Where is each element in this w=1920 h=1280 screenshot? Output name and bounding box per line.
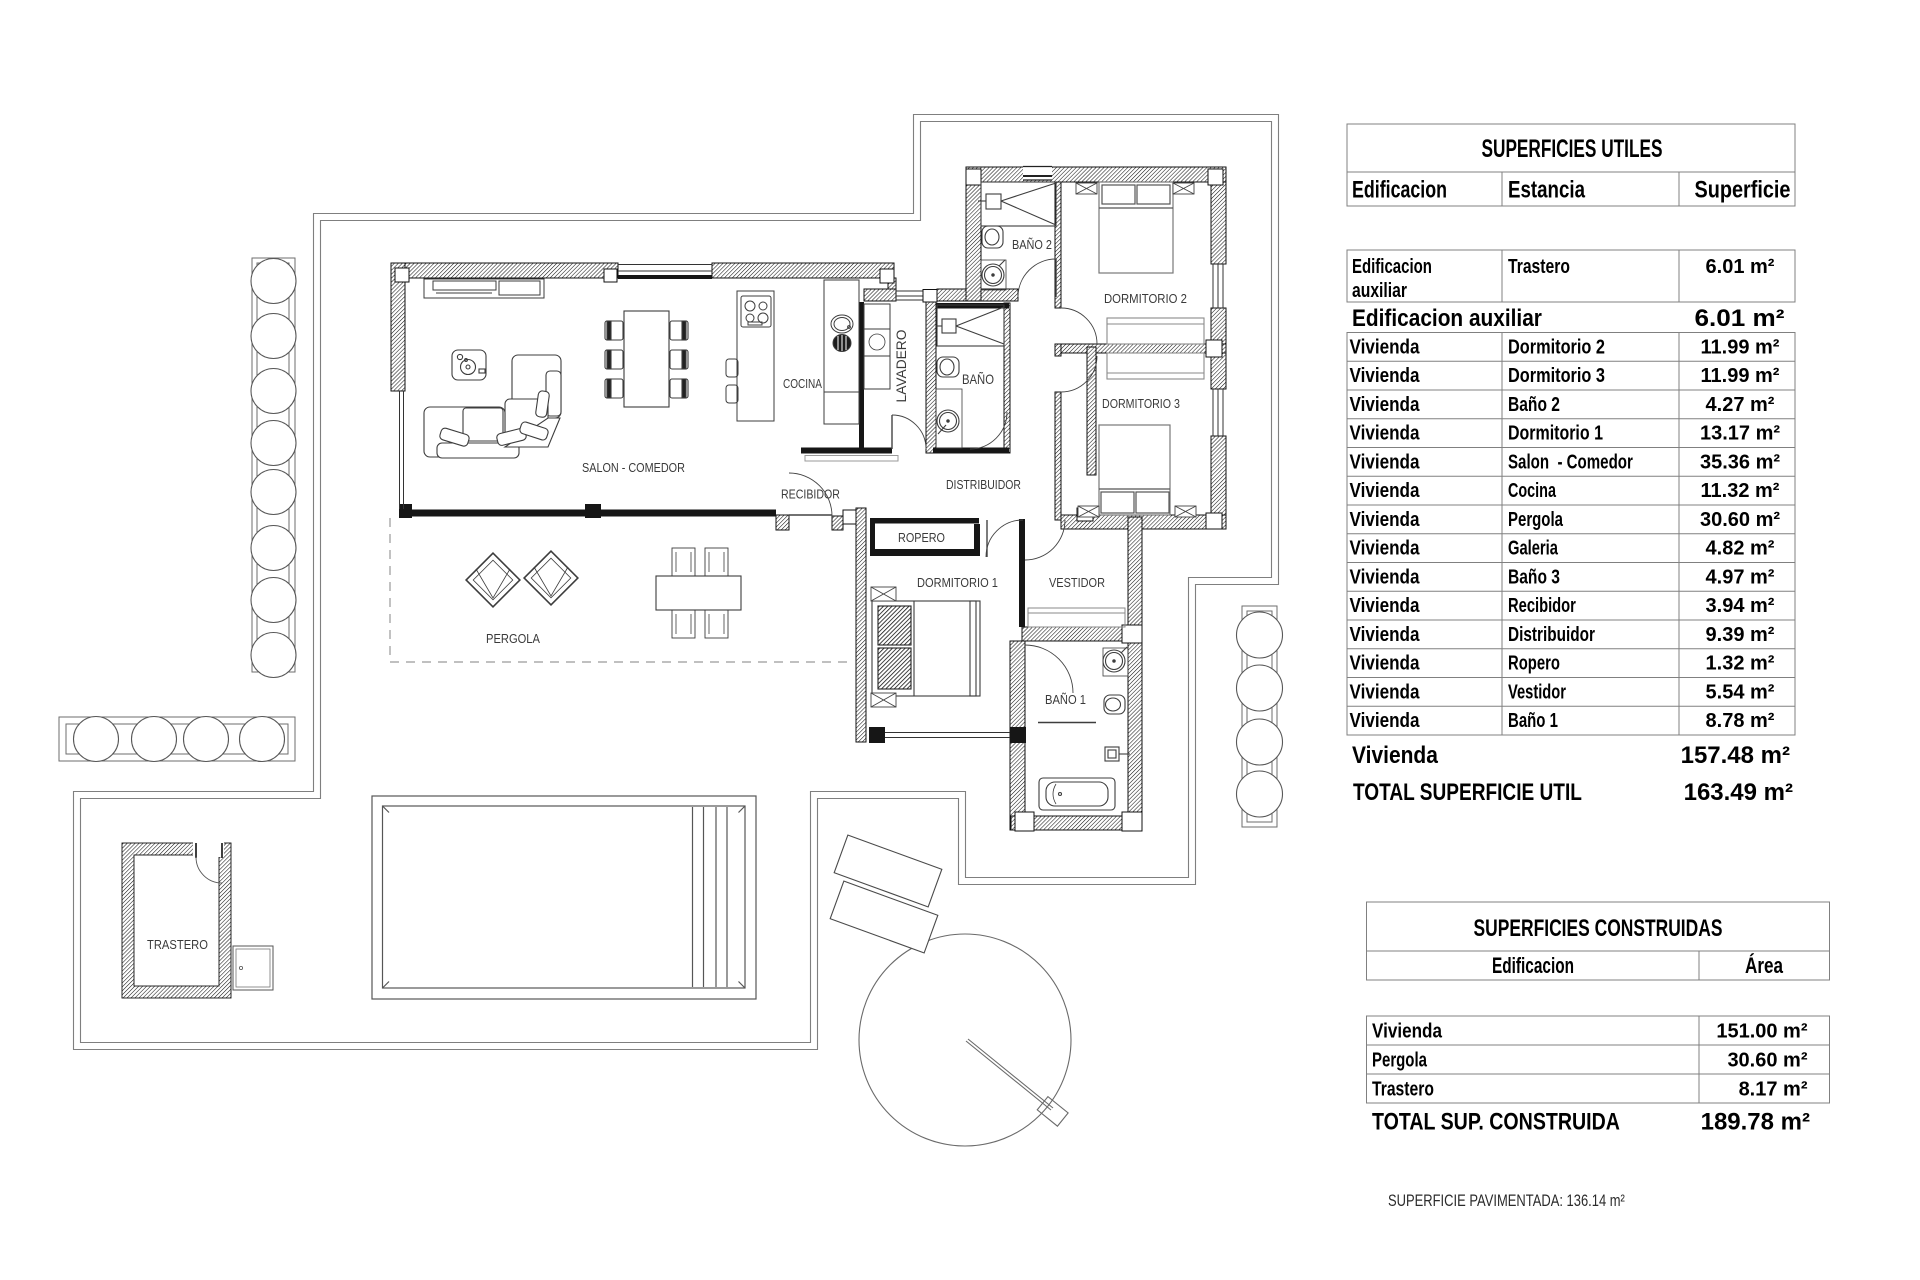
svg-text:Recibidor: Recibidor xyxy=(1508,594,1576,617)
svg-text:30.60 m²: 30.60 m² xyxy=(1700,509,1780,531)
svg-text:Dormitorio 1: Dormitorio 1 xyxy=(1508,422,1603,444)
svg-text:Distribuidor: Distribuidor xyxy=(1508,623,1595,645)
svg-text:Área: Área xyxy=(1745,953,1784,979)
svg-text:Dormitorio 2: Dormitorio 2 xyxy=(1508,335,1605,358)
svg-text:11.99 m²: 11.99 m² xyxy=(1701,365,1780,387)
svg-text:auxiliar: auxiliar xyxy=(1352,279,1407,301)
svg-text:TOTAL SUPERFICIE UTIL: TOTAL SUPERFICIE UTIL xyxy=(1353,778,1582,806)
svg-text:Vestidor: Vestidor xyxy=(1508,680,1566,703)
svg-text:SALON - COMEDOR: SALON - COMEDOR xyxy=(582,461,685,475)
svg-text:4.82 m²: 4.82 m² xyxy=(1706,538,1775,560)
svg-text:DORMITORIO 1: DORMITORIO 1 xyxy=(917,575,998,590)
svg-text:Baño 1: Baño 1 xyxy=(1508,709,1558,732)
svg-text:11.99 m²: 11.99 m² xyxy=(1701,336,1780,358)
svg-text:Vivienda: Vivienda xyxy=(1350,479,1421,502)
svg-text:Vivienda: Vivienda xyxy=(1350,565,1421,588)
svg-text:8.78 m²: 8.78 m² xyxy=(1706,710,1775,732)
svg-text:Estancia: Estancia xyxy=(1508,176,1586,203)
svg-text:Trastero: Trastero xyxy=(1372,1078,1434,1100)
svg-text:Edificacion: Edificacion xyxy=(1352,177,1447,203)
svg-text:3.94 m²: 3.94 m² xyxy=(1706,595,1775,617)
svg-text:VESTIDOR: VESTIDOR xyxy=(1049,576,1105,590)
svg-text:6.01 m²: 6.01 m² xyxy=(1695,305,1785,332)
svg-text:Pergola: Pergola xyxy=(1508,508,1563,531)
svg-text:DORMITORIO 3: DORMITORIO 3 xyxy=(1102,397,1180,411)
svg-text:TRASTERO: TRASTERO xyxy=(147,937,208,952)
svg-text:Vivienda: Vivienda xyxy=(1350,393,1421,416)
svg-text:Ropero: Ropero xyxy=(1508,652,1560,675)
svg-text:BAÑO 2: BAÑO 2 xyxy=(1012,238,1052,252)
svg-text:PERGOLA: PERGOLA xyxy=(486,631,540,646)
svg-text:13.17 m²: 13.17 m² xyxy=(1700,423,1780,445)
svg-text:Baño 2: Baño 2 xyxy=(1508,393,1560,415)
svg-text:Dormitorio 3: Dormitorio 3 xyxy=(1508,364,1605,387)
svg-text:30.60 m²: 30.60 m² xyxy=(1727,1050,1807,1072)
svg-text:Salon - Comedor: Salon - Comedor xyxy=(1508,450,1633,473)
svg-text:35.36 m²: 35.36 m² xyxy=(1700,451,1780,473)
svg-text:1.32 m²: 1.32 m² xyxy=(1706,653,1775,675)
svg-text:Baño 3: Baño 3 xyxy=(1508,566,1560,588)
svg-text:4.27 m²: 4.27 m² xyxy=(1706,394,1775,416)
svg-text:Vivienda: Vivienda xyxy=(1350,536,1421,559)
svg-text:BAÑO 1: BAÑO 1 xyxy=(1045,692,1086,707)
svg-text:Vivienda: Vivienda xyxy=(1350,623,1421,646)
svg-text:189.78 m²: 189.78 m² xyxy=(1701,1109,1810,1136)
svg-text:Vivienda: Vivienda xyxy=(1350,335,1421,358)
svg-text:Vivienda: Vivienda xyxy=(1350,709,1421,732)
svg-text:Edificacion auxiliar: Edificacion auxiliar xyxy=(1352,305,1542,332)
svg-text:Edificacion: Edificacion xyxy=(1352,255,1432,278)
svg-text:SUPERFICIES CONSTRUIDAS: SUPERFICIES CONSTRUIDAS xyxy=(1474,915,1723,941)
svg-text:COCINA: COCINA xyxy=(783,378,822,391)
svg-text:Superficie: Superficie xyxy=(1695,176,1791,203)
svg-text:151.00 m²: 151.00 m² xyxy=(1716,1021,1808,1043)
svg-text:Vivienda: Vivienda xyxy=(1372,1019,1443,1042)
svg-text:163.49 m²: 163.49 m² xyxy=(1684,779,1793,806)
svg-text:ROPERO: ROPERO xyxy=(898,531,945,545)
svg-text:Cocina: Cocina xyxy=(1508,479,1556,502)
svg-text:TOTAL SUP. CONSTRUIDA: TOTAL SUP. CONSTRUIDA xyxy=(1372,1108,1620,1135)
svg-text:SUPERFICIE PAVIMENTADA: 136.14: SUPERFICIE PAVIMENTADA: 136.14 m² xyxy=(1388,1191,1625,1210)
svg-text:Vivienda: Vivienda xyxy=(1350,364,1421,387)
svg-text:8.17 m²: 8.17 m² xyxy=(1739,1079,1808,1101)
svg-text:Vivienda: Vivienda xyxy=(1350,680,1421,703)
svg-text:Vivienda: Vivienda xyxy=(1350,651,1421,674)
svg-text:Edificacion: Edificacion xyxy=(1492,954,1574,978)
svg-text:Vivienda: Vivienda xyxy=(1350,508,1421,531)
svg-text:BAÑO: BAÑO xyxy=(962,372,994,387)
svg-text:6.01 m²: 6.01 m² xyxy=(1706,256,1775,278)
svg-text:4.97 m²: 4.97 m² xyxy=(1706,566,1775,588)
svg-text:Vivienda: Vivienda xyxy=(1350,594,1421,617)
svg-text:Vivienda: Vivienda xyxy=(1352,742,1438,769)
svg-text:DORMITORIO 2: DORMITORIO 2 xyxy=(1104,291,1187,306)
svg-text:DISTRIBUIDOR: DISTRIBUIDOR xyxy=(946,479,1021,492)
svg-text:Pergola: Pergola xyxy=(1372,1048,1427,1071)
svg-text:Vivienda: Vivienda xyxy=(1350,421,1421,444)
svg-text:157.48 m²: 157.48 m² xyxy=(1681,742,1790,769)
svg-text:5.54 m²: 5.54 m² xyxy=(1706,681,1775,703)
svg-text:LAVADERO: LAVADERO xyxy=(894,330,909,403)
svg-text:RECIBIDOR: RECIBIDOR xyxy=(781,489,840,502)
svg-text:SUPERFICIES UTILES: SUPERFICIES UTILES xyxy=(1482,135,1663,163)
svg-text:Galeria: Galeria xyxy=(1508,536,1558,559)
svg-text:11.32 m²: 11.32 m² xyxy=(1701,480,1780,502)
svg-text:9.39 m²: 9.39 m² xyxy=(1706,624,1775,646)
svg-text:Vivienda: Vivienda xyxy=(1350,450,1421,473)
svg-text:Trastero: Trastero xyxy=(1508,255,1570,277)
